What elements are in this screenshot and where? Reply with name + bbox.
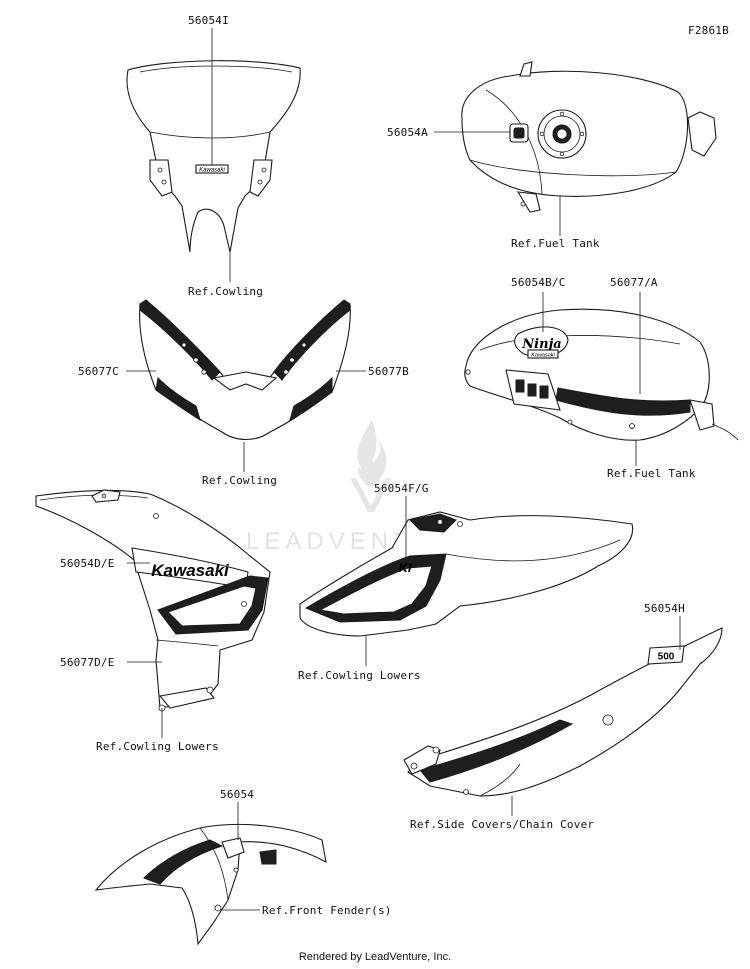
front-fender — [94, 823, 327, 946]
tank-side-ref-label[interactable]: Ref.Fuel Tank — [607, 467, 696, 480]
side-cover-badge: 500 — [658, 652, 675, 663]
tank-side-part1-label[interactable]: 56054B/C — [511, 276, 566, 289]
footer-credit: Rendered by LeadVenture, Inc. — [298, 951, 452, 963]
cowl-lower-right-logo: KI — [399, 560, 412, 575]
cowl-right-part-label[interactable]: 56077B — [368, 365, 409, 378]
tank-logo-script: Ninja — [521, 337, 561, 352]
upper-cowl-ref-label[interactable]: Ref.Cowling — [202, 474, 278, 487]
figure-code: F2861B — [688, 24, 729, 37]
watermark-flame-icon — [350, 420, 392, 512]
windshield-logo: Kawasaki — [199, 168, 225, 174]
tank-top-part-label[interactable]: 56054A — [387, 126, 428, 139]
side-cover-ref-label[interactable]: Ref.Side Covers/Chain Cover — [410, 818, 595, 831]
tank-logo-brand: Kawasaki — [531, 353, 555, 359]
lower-left-part1-label[interactable]: 56054D/E — [60, 557, 115, 570]
fuel-tank-side: Ninja Kawasaki — [464, 308, 739, 441]
windshield-ref-label[interactable]: Ref.Cowling — [188, 285, 264, 298]
lower-cowl-right: KI — [299, 511, 634, 637]
lower-right-part-label[interactable]: 56054F/G — [374, 482, 429, 495]
cowl-lower-logo: Kawasaki — [151, 561, 230, 580]
lower-cowl-left: Kawasaki — [35, 489, 271, 712]
lower-left-ref-label[interactable]: Ref.Cowling Lowers — [96, 740, 219, 753]
tank-side-part2-label[interactable]: 56077/A — [610, 276, 658, 289]
lower-left-part2-label[interactable]: 56077D/E — [60, 656, 115, 669]
side-cover: 500 — [403, 627, 723, 797]
fender-part-label[interactable]: 56054 — [220, 788, 255, 801]
tank-top-ref-label[interactable]: Ref.Fuel Tank — [511, 237, 600, 250]
windshield-part-label[interactable]: 56054I — [188, 14, 229, 27]
cowl-left-part-label[interactable]: 56077C — [78, 365, 119, 378]
fender-ref-label[interactable]: Ref.Front Fender(s) — [262, 904, 392, 917]
upper-cowl — [139, 299, 351, 441]
lower-right-ref-label[interactable]: Ref.Cowling Lowers — [298, 669, 421, 682]
side-cover-part-label[interactable]: 56054H — [644, 602, 685, 615]
windshield: Kawasaki — [126, 60, 301, 253]
fuel-tank-top — [461, 61, 717, 213]
